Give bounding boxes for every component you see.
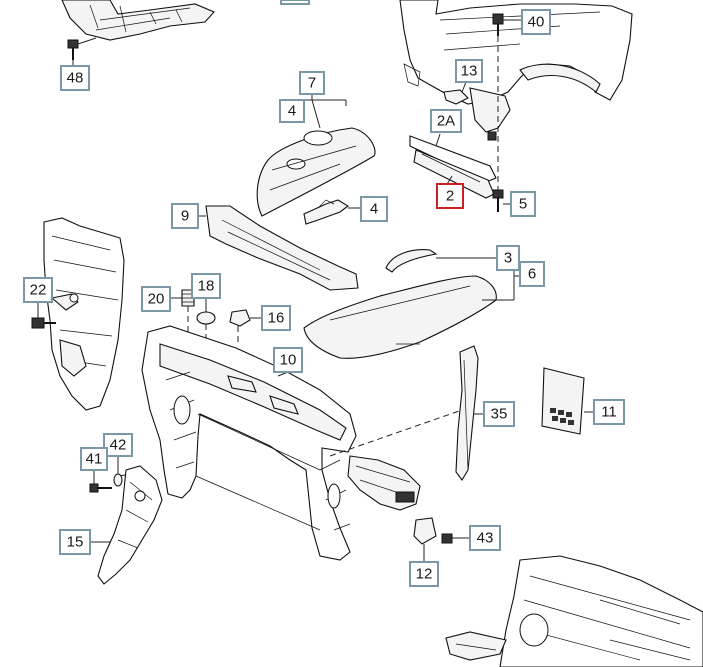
svg-text:11: 11 — [601, 404, 617, 421]
pad-11 — [541, 367, 594, 435]
svg-text:13: 13 — [461, 63, 478, 80]
svg-text:12: 12 — [416, 566, 433, 583]
bottom-right-assembly — [445, 555, 703, 667]
washer-42-icon — [113, 456, 123, 487]
callout-10[interactable]: 10 — [273, 347, 303, 373]
svg-text:2A: 2A — [437, 113, 455, 130]
bolt-43-icon — [441, 533, 470, 544]
svg-text:4: 4 — [370, 201, 378, 218]
svg-text:18: 18 — [198, 278, 215, 295]
radiator-support-frame-10 — [141, 325, 357, 561]
left-mount-assembly — [43, 217, 125, 411]
bolt-41-icon — [89, 468, 112, 493]
svg-text:41: 41 — [86, 451, 103, 468]
svg-text:6: 6 — [528, 266, 536, 283]
cover-3 — [385, 249, 498, 273]
plug-18-icon — [196, 298, 216, 346]
callout-40[interactable]: 40 — [521, 9, 551, 35]
svg-text:35: 35 — [491, 406, 508, 423]
svg-text:2: 2 — [446, 188, 454, 205]
bracket-12-icon — [413, 517, 437, 562]
callout-2A[interactable]: 2A — [430, 109, 462, 133]
callout-22[interactable]: 22 — [23, 277, 53, 303]
callout-35[interactable]: 35 — [483, 401, 515, 427]
svg-text:15: 15 — [67, 534, 84, 551]
svg-text:20: 20 — [148, 291, 165, 308]
svg-text:3: 3 — [504, 250, 512, 267]
frame-right-bracket — [347, 455, 421, 511]
callout-43[interactable]: 43 — [469, 525, 501, 551]
callout-9[interactable]: 9 — [171, 203, 199, 229]
trim-strip-2-icon — [409, 133, 497, 199]
svg-text:7: 7 — [308, 75, 316, 92]
callout-15[interactable]: 15 — [59, 529, 91, 555]
callout-4-mid[interactable]: 4 — [360, 196, 388, 222]
callout-20[interactable]: 20 — [141, 286, 171, 312]
callout-13[interactable]: 13 — [455, 59, 483, 83]
bracket-15 — [90, 465, 163, 585]
bolt-40-icon — [492, 13, 523, 190]
callout-5[interactable]: 5 — [510, 191, 536, 217]
bracket-13-icon — [443, 81, 497, 141]
clip-4-icon — [303, 199, 362, 225]
cover-6 — [303, 258, 522, 359]
callout-7[interactable]: 7 — [299, 71, 325, 95]
strip-35 — [455, 345, 484, 481]
callout-6[interactable]: 6 — [519, 261, 545, 287]
callout-4-top[interactable]: 4 — [279, 99, 305, 123]
bolt-48-icon — [67, 37, 97, 66]
callout-16[interactable]: 16 — [261, 305, 291, 331]
svg-text:43: 43 — [477, 530, 494, 547]
heat-shield-7 — [256, 127, 376, 217]
callout-12[interactable]: 12 — [409, 561, 439, 587]
top-left-bracket-assembly — [61, 0, 310, 41]
svg-text:42: 42 — [110, 437, 127, 454]
svg-text:10: 10 — [280, 352, 297, 369]
callout-11[interactable]: 11 — [593, 399, 625, 425]
callout-3[interactable]: 3 — [496, 245, 520, 271]
svg-text:48: 48 — [67, 70, 84, 87]
clip-16-icon — [229, 309, 262, 346]
svg-text:16: 16 — [268, 310, 285, 327]
callout-42[interactable]: 42 — [103, 433, 133, 457]
callout-48[interactable]: 48 — [60, 65, 90, 91]
svg-text:9: 9 — [181, 208, 189, 225]
callout-18[interactable]: 18 — [191, 273, 221, 299]
svg-text:22: 22 — [30, 282, 47, 299]
bolt-5-icon — [492, 189, 512, 212]
svg-text:5: 5 — [519, 196, 527, 213]
callout-2[interactable]: 2 — [436, 183, 464, 209]
callout-41[interactable]: 41 — [80, 447, 108, 471]
svg-text:4: 4 — [288, 103, 296, 120]
svg-text:40: 40 — [528, 14, 545, 31]
